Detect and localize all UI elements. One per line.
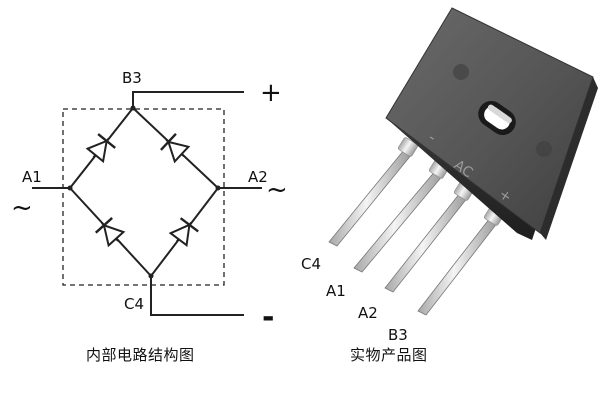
package-outline — [62, 108, 225, 286]
product-caption: 实物产品图 — [350, 346, 428, 364]
pins — [328, 137, 505, 316]
label-tilde-left: ~ — [11, 193, 33, 223]
pin-label-a1: A1 — [326, 282, 346, 300]
dimple-right — [536, 141, 552, 157]
label-tilde-right: ~ — [266, 175, 288, 205]
component-body: - AC + — [385, 7, 598, 240]
lead-b3 — [132, 91, 244, 108]
node-c4 — [148, 273, 154, 279]
bridge-rectifier-illustration: - AC + C4 A1 A2 B3 — [301, 7, 598, 344]
pin-c4 — [328, 149, 413, 247]
label-b3: B3 — [122, 69, 142, 87]
node-a2 — [215, 185, 221, 191]
diode-upper-right — [160, 132, 191, 164]
dimple-top — [453, 64, 469, 80]
pin-label-a2: A2 — [358, 304, 378, 322]
pin-label-b3: B3 — [388, 326, 408, 344]
diode-lower-right — [168, 217, 199, 248]
node-a1 — [67, 185, 73, 191]
diode-lower-left — [95, 217, 126, 248]
bridge-diamond — [68, 107, 220, 278]
product-photo: - AC + C4 A1 A2 B3 实物产品图 — [300, 0, 600, 400]
label-a1: A1 — [22, 168, 42, 186]
node-b3 — [130, 105, 136, 111]
label-minus: - — [262, 300, 274, 335]
bridge-rectifier-schematic: B3 A1 A2 C4 + - ~ ~ — [11, 69, 288, 335]
schematic-caption: 内部电路结构图 — [86, 346, 195, 364]
pin-a1 — [353, 169, 445, 273]
body-right-edge — [540, 77, 598, 240]
label-plus: + — [260, 78, 282, 108]
internal-circuit-diagram: B3 A1 A2 C4 + - ~ ~ 内部电路结构图 — [11, 69, 288, 364]
pin-label-c4: C4 — [301, 255, 321, 273]
lead-c4 — [150, 276, 244, 316]
diode-upper-left — [85, 133, 116, 164]
mounting-hole — [478, 100, 516, 136]
label-a2: A2 — [248, 168, 268, 186]
label-c4: C4 — [124, 295, 144, 313]
